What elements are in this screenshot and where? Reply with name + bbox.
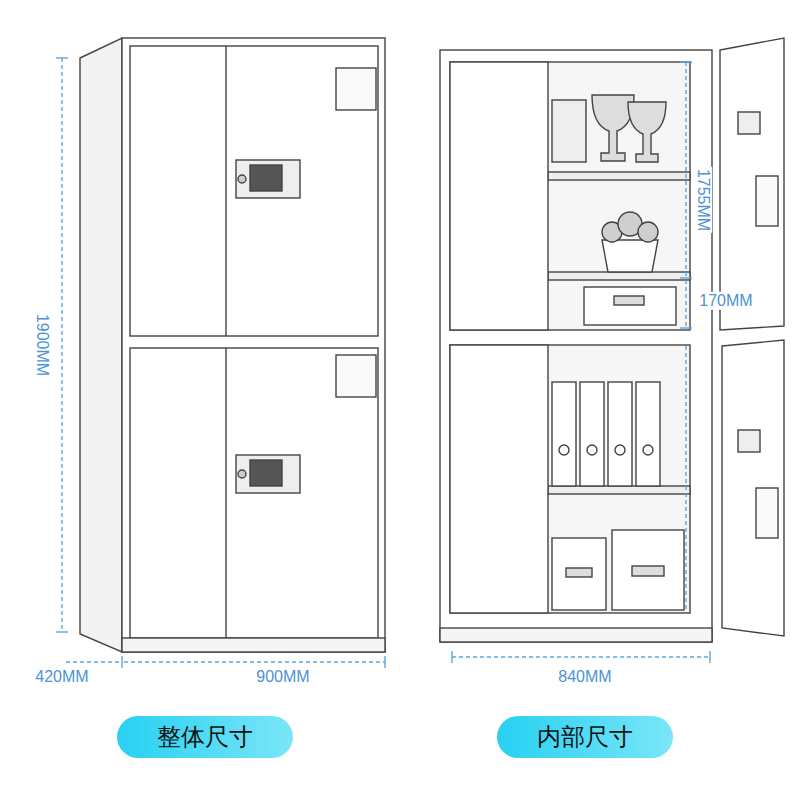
sticker bbox=[336, 68, 376, 110]
key-knob bbox=[238, 175, 246, 183]
dimension-line bbox=[685, 346, 686, 610]
storage-box bbox=[612, 530, 684, 610]
storage-box bbox=[552, 538, 606, 610]
lock-back bbox=[738, 112, 760, 134]
dimension-tick bbox=[680, 327, 692, 328]
dimension-tick bbox=[451, 651, 452, 663]
shelf bbox=[548, 486, 690, 494]
drawer bbox=[584, 287, 676, 325]
dimension-line bbox=[685, 62, 686, 276]
dimension-label: 840MM bbox=[556, 668, 613, 686]
door-notice bbox=[756, 488, 778, 538]
shelf bbox=[548, 172, 690, 180]
box-handle bbox=[632, 566, 664, 576]
plinth bbox=[440, 628, 712, 642]
dimension-label: 1755MM bbox=[694, 167, 712, 233]
dimension-line bbox=[61, 58, 62, 632]
binder-ring bbox=[643, 445, 653, 455]
binder bbox=[580, 382, 604, 486]
binder-ring bbox=[559, 445, 569, 455]
lower-interior bbox=[450, 345, 690, 613]
binder bbox=[636, 382, 660, 486]
dimension-line bbox=[124, 661, 385, 662]
dimension-label: 420MM bbox=[33, 668, 90, 686]
open-door bbox=[722, 340, 784, 636]
dimension-label: 900MM bbox=[254, 668, 311, 686]
upper-doors bbox=[130, 46, 378, 336]
upper-interior bbox=[450, 62, 690, 330]
dimension-label: 1900MM bbox=[33, 312, 51, 378]
dimension-tick bbox=[680, 277, 692, 278]
lower-doors bbox=[130, 348, 378, 638]
box-handle bbox=[566, 568, 592, 577]
shelf bbox=[548, 272, 690, 280]
lock-panel bbox=[236, 455, 300, 493]
binder bbox=[552, 382, 576, 486]
dimension-tick bbox=[680, 61, 692, 62]
sticker bbox=[336, 355, 376, 397]
dimension-tick bbox=[121, 656, 122, 668]
drawer-handle bbox=[614, 296, 644, 305]
keypad bbox=[250, 460, 282, 486]
cabinet-front bbox=[122, 38, 385, 652]
plant-pot bbox=[602, 240, 658, 272]
plinth bbox=[122, 638, 385, 652]
certificate-frame bbox=[552, 100, 586, 162]
binder-ring bbox=[587, 445, 597, 455]
dimension-line bbox=[452, 656, 710, 657]
dimension-tick bbox=[56, 631, 68, 632]
size-tab: 整体尺寸 bbox=[117, 716, 293, 759]
tab-label: 内部尺寸 bbox=[537, 723, 633, 752]
lock-panel bbox=[236, 160, 300, 198]
key-knob bbox=[238, 470, 246, 478]
dimension-line bbox=[685, 280, 686, 328]
door-seam bbox=[225, 348, 226, 638]
plant-leaves bbox=[638, 222, 658, 242]
cabinet-front bbox=[440, 50, 712, 642]
dimension-tick bbox=[56, 57, 68, 58]
lock-back bbox=[738, 430, 760, 452]
dimension-line bbox=[66, 661, 120, 662]
dimension-label: 170MM bbox=[697, 292, 754, 310]
keypad bbox=[250, 165, 282, 191]
door-seam bbox=[225, 46, 226, 336]
binder bbox=[608, 382, 632, 486]
door-notice bbox=[756, 176, 778, 226]
binder-ring bbox=[615, 445, 625, 455]
dimension-tick bbox=[709, 651, 710, 663]
folded-door bbox=[450, 62, 548, 330]
size-tab: 内部尺寸 bbox=[497, 716, 673, 759]
tab-label: 整体尺寸 bbox=[157, 723, 253, 752]
dimension-tick bbox=[384, 656, 385, 668]
trophy bbox=[628, 102, 666, 162]
open-door bbox=[720, 38, 784, 330]
cabinet-side bbox=[80, 38, 122, 652]
folded-door bbox=[450, 345, 548, 613]
